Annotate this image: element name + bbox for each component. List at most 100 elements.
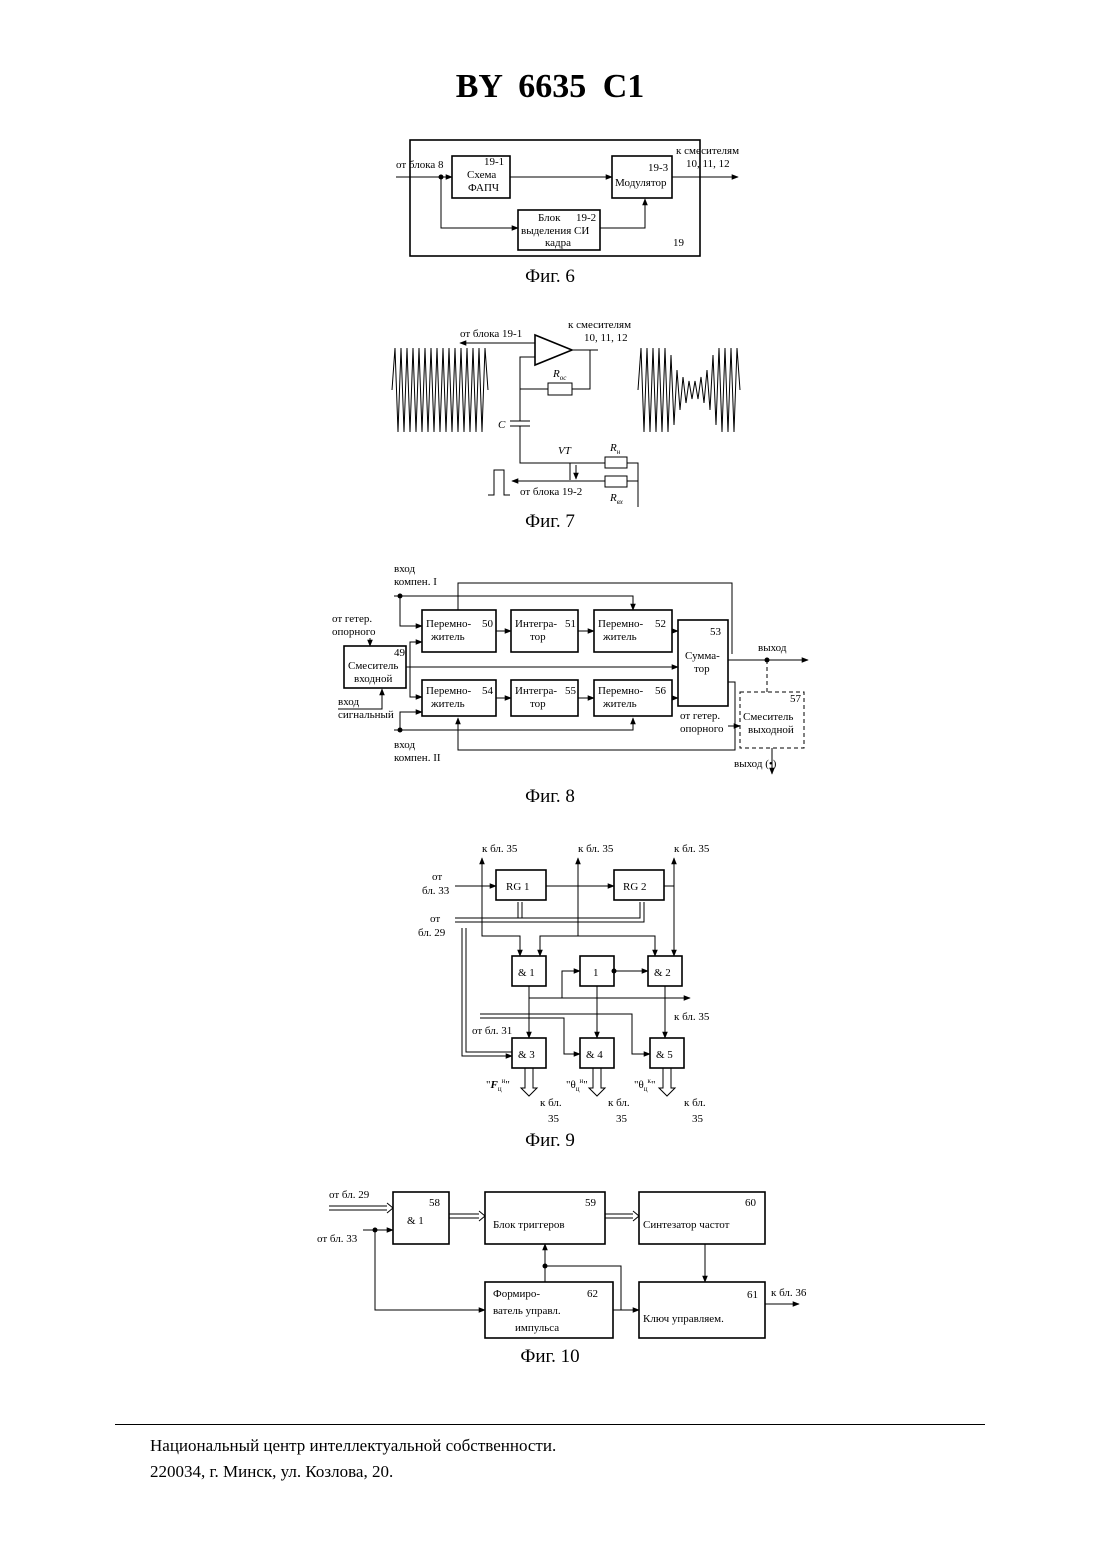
fig10-former-62-label-3: импульса: [515, 1322, 559, 1334]
fig7-output-label-2: 10, 11, 12: [584, 332, 628, 344]
fig10-arrow-58-59: [479, 1211, 485, 1221]
fig9-wire-clock-a: [455, 902, 640, 918]
fig8-in-comp1-label-2: компен. I: [394, 576, 437, 588]
fig7-output-waveform: [638, 348, 740, 432]
fig8-integ-55-label-2: тор: [530, 698, 546, 710]
fig10-diagram: от бл. 29 от бл. 33 58 & 1 59 Блок тригг…: [315, 1184, 835, 1344]
fig8-wire-mixer-mult50: [406, 642, 422, 667]
fig8-ref-label-2: опорного: [332, 626, 376, 638]
fig8-input-mixer-number: 49: [394, 647, 406, 659]
fig8-output-mixer-number: 57: [790, 693, 802, 705]
fig7-ctrl-label: от блока 19-2: [520, 486, 582, 498]
fig10-wire-59-60: [605, 1214, 633, 1218]
fig8-wire-mixer-mult54: [410, 667, 422, 697]
fig8-mult-50-label-1: Перемно-: [426, 618, 472, 630]
fig9-from31: от бл. 31: [472, 1025, 512, 1037]
fig8-mult-50-label-2: житель: [430, 631, 465, 643]
fig8-integ-55-number: 55: [565, 685, 577, 697]
fig8-summator-number: 53: [710, 626, 722, 638]
document-title: BY 6635 C1: [0, 68, 1100, 106]
fig7-load-resistor: [605, 457, 627, 468]
fig6-frame-number: 19: [673, 237, 685, 249]
fig8-signal-label-1: вход: [338, 696, 359, 708]
fig8-wire-comp1-mult: [400, 596, 422, 626]
fig7-feedback-resistor-label: Rос: [552, 368, 567, 382]
fig9-to35-c: к бл. 35: [674, 843, 710, 855]
fig8-mult-52-label-2: житель: [602, 631, 637, 643]
fig9-diagram: к бл. 35 к бл. 35 к бл. 35 от бл. 33 от …: [410, 838, 730, 1130]
fig7-amplifier: [535, 335, 572, 365]
fig8-mult-52-label-1: Перемно-: [598, 618, 644, 630]
fig9-wire-bus-mid: [529, 986, 690, 998]
fig8-diagram: вход компен. I от гетер. опорного 49 Сме…: [330, 562, 820, 780]
fig7-load-resistor-label: Rн: [609, 442, 621, 456]
fig10-synth-60-number: 60: [745, 1197, 757, 1209]
fig10-former-62-label-1: Формиро-: [493, 1288, 540, 1300]
fig7-wire-amp-neg: [520, 357, 535, 389]
fig10-caption: Фиг. 10: [0, 1346, 1100, 1368]
fig8-signal-label-2: сигнальный: [338, 709, 394, 721]
fig9-kbl-c: к бл.: [684, 1097, 706, 1109]
fig9-kbl-a: к бл.: [540, 1097, 562, 1109]
fig9-to35-a: к бл. 35: [482, 843, 518, 855]
fig8-ref-label-1: от гетер.: [332, 613, 372, 625]
fig8-input-mixer-label-2: входной: [354, 673, 392, 685]
fig6-pll-number: 19-1: [484, 156, 504, 168]
fig9-and5-output: [659, 1068, 675, 1096]
fig6-caption: Фиг. 6: [0, 266, 1100, 288]
fig8-in-comp1-label-1: вход: [394, 563, 415, 575]
fig10-triggers-59-number: 59: [585, 1197, 597, 1209]
fig9-and1-label: & 1: [518, 967, 535, 979]
fig9-not1-label: 1: [593, 967, 599, 979]
fig8-mult-56-number: 56: [655, 685, 667, 697]
fig8-summator-label-1: Сумма-: [685, 650, 720, 662]
fig8-integ-51-number: 51: [565, 618, 576, 630]
fig8-mult-54-label-2: житель: [430, 698, 465, 710]
fig10-former-62-number: 62: [587, 1288, 598, 1300]
fig8-caption: Фиг. 8: [0, 786, 1100, 808]
fig10-key-61-label: Ключ управляем.: [643, 1313, 724, 1325]
fig6-output-label-1: к смесителям: [676, 145, 739, 157]
fig6-pll-label-2: ФАПЧ: [468, 182, 499, 194]
fig9-sig3: "Fцн": [486, 1077, 510, 1093]
fig9-not-bubble: [612, 969, 617, 974]
fig7-feedback-resistor: [548, 383, 572, 395]
fig8-output2-label: выход (•): [734, 758, 777, 770]
fig9-and4-output: [589, 1068, 605, 1096]
fig10-synth-60-label: Синтезатор частот: [643, 1219, 730, 1231]
fig9-rg1-label: RG 1: [506, 881, 530, 893]
fig8-wire-comp2: [394, 718, 633, 730]
fig8-summator-label-2: тор: [694, 663, 710, 675]
fig7-output-label-1: к смесителям: [568, 319, 631, 331]
fig10-arrow-59-60: [633, 1211, 639, 1221]
fig9-rg2-label: RG 2: [623, 881, 647, 893]
fig8-wire-comp1: [394, 596, 633, 610]
fig7-input-label: от блока 19-1: [460, 328, 522, 340]
fig7-capacitor-label: C: [498, 419, 506, 431]
fig8-mult-50-number: 50: [482, 618, 494, 630]
fig9-and3-output: [521, 1068, 537, 1096]
fig6-sync-label-3: кадра: [545, 237, 571, 249]
fig6-diagram: 19 от блока 8 19-1 Схема ФАПЧ 19-3 Модул…: [380, 138, 760, 263]
fig7-transistor-label: VT: [558, 445, 572, 457]
fig9-n35-b: 35: [616, 1113, 628, 1125]
fig9-and3-label: & 3: [518, 1049, 535, 1061]
fig10-triggers-59-label: Блок триггеров: [493, 1219, 565, 1231]
fig10-former-62-label-2: ватель управл.: [493, 1305, 561, 1317]
footer-line-2: 220034, г. Минск, ул. Козлова, 20.: [150, 1462, 393, 1482]
fig8-mult-54-label-1: Перемно-: [426, 685, 472, 697]
fig9-and5-label: & 5: [656, 1049, 673, 1061]
footer-line-1: Национальный центр интеллектуальной собс…: [150, 1436, 556, 1456]
fig10-wire-from29: [329, 1206, 387, 1210]
fig6-sync-label-1: Блок: [538, 212, 561, 224]
fig9-to35-d: к бл. 35: [674, 1011, 710, 1023]
fig9-from33-2: бл. 33: [422, 885, 450, 897]
fig10-and-58-label: & 1: [407, 1215, 424, 1227]
fig7-pulse-symbol: [488, 470, 510, 495]
fig9-n35-c: 35: [692, 1113, 704, 1125]
fig8-integ-51-label-1: Интегра-: [515, 618, 557, 630]
fig9-sig4: "θцн": [566, 1077, 588, 1093]
fig6-sync-label-2: выделения СИ: [521, 225, 589, 237]
fig8-mult-56-label-2: житель: [602, 698, 637, 710]
fig9-n35-a: 35: [548, 1113, 560, 1125]
